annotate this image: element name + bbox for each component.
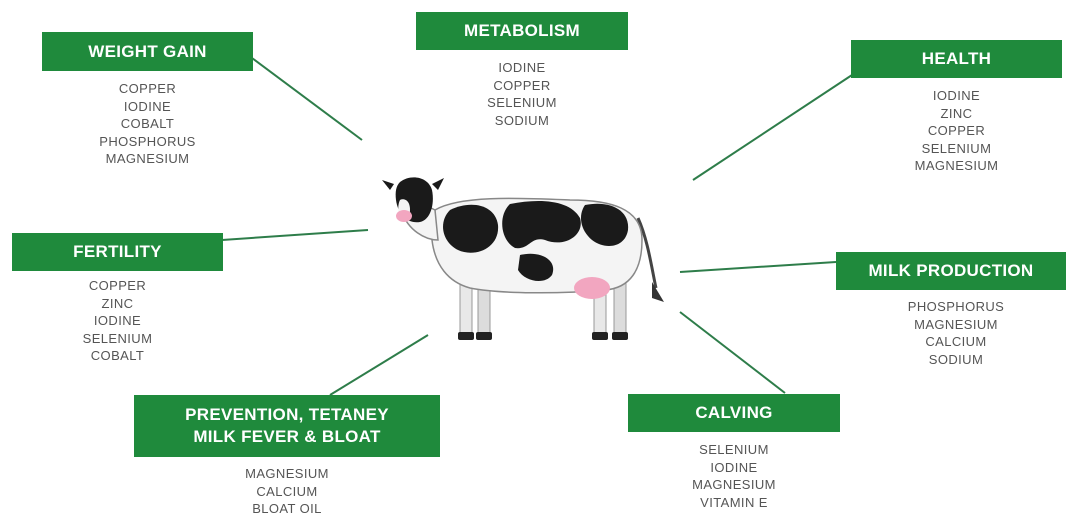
list-item: SELENIUM — [628, 441, 840, 459]
list-item: MAGNESIUM — [851, 157, 1062, 175]
prevention-list: MAGNESIUM CALCIUM BLOAT OIL — [134, 465, 440, 518]
list-item: CALCIUM — [134, 483, 440, 501]
list-item: COPPER — [42, 80, 253, 98]
milk-production-heading: MILK PRODUCTION — [836, 252, 1066, 290]
list-item: ZINC — [12, 295, 223, 313]
prevention-heading-line1: PREVENTION, TETANEY — [185, 404, 389, 426]
connector-health — [693, 75, 852, 180]
calving-heading: CALVING — [628, 394, 840, 432]
prevention-heading: PREVENTION, TETANEY MILK FEVER & BLOAT — [134, 395, 440, 457]
list-item: MAGNESIUM — [42, 150, 253, 168]
metabolism-heading: METABOLISM — [416, 12, 628, 50]
connector-calving — [680, 312, 785, 393]
weight-gain-heading: WEIGHT GAIN — [42, 32, 253, 71]
list-item: IODINE — [12, 312, 223, 330]
list-item: MAGNESIUM — [134, 465, 440, 483]
list-item: COPPER — [851, 122, 1062, 140]
list-item: VITAMIN E — [628, 494, 840, 512]
list-item: PHOSPHORUS — [841, 298, 1071, 316]
list-item: COPPER — [12, 277, 223, 295]
list-item: IODINE — [42, 98, 253, 116]
list-item: SELENIUM — [851, 140, 1062, 158]
fertility-list: COPPER ZINC IODINE SELENIUM COBALT — [12, 277, 223, 365]
fertility-heading: FERTILITY — [12, 233, 223, 271]
cow-illustration — [380, 170, 680, 350]
calving-list: SELENIUM IODINE MAGNESIUM VITAMIN E — [628, 441, 840, 511]
connector-milk-production — [680, 262, 836, 272]
list-item: ZINC — [851, 105, 1062, 123]
list-item: PHOSPHORUS — [42, 133, 253, 151]
health-list: IODINE ZINC COPPER SELENIUM MAGNESIUM — [851, 87, 1062, 175]
list-item: SELENIUM — [12, 330, 223, 348]
list-item: IODINE — [628, 459, 840, 477]
health-heading: HEALTH — [851, 40, 1062, 78]
list-item: COBALT — [12, 347, 223, 365]
list-item: SODIUM — [841, 351, 1071, 369]
list-item: SODIUM — [416, 112, 628, 130]
milk-production-list: PHOSPHORUS MAGNESIUM CALCIUM SODIUM — [841, 298, 1071, 368]
connector-fertility — [222, 230, 368, 240]
list-item: MAGNESIUM — [628, 476, 840, 494]
list-item: COPPER — [416, 77, 628, 95]
list-item: MAGNESIUM — [841, 316, 1071, 334]
prevention-heading-line2: MILK FEVER & BLOAT — [193, 426, 380, 448]
list-item: IODINE — [416, 59, 628, 77]
list-item: SELENIUM — [416, 94, 628, 112]
list-item: COBALT — [42, 115, 253, 133]
metabolism-list: IODINE COPPER SELENIUM SODIUM — [416, 59, 628, 129]
list-item: CALCIUM — [841, 333, 1071, 351]
connector-weight-gain — [252, 58, 362, 140]
list-item: IODINE — [851, 87, 1062, 105]
weight-gain-list: COPPER IODINE COBALT PHOSPHORUS MAGNESIU… — [42, 80, 253, 168]
